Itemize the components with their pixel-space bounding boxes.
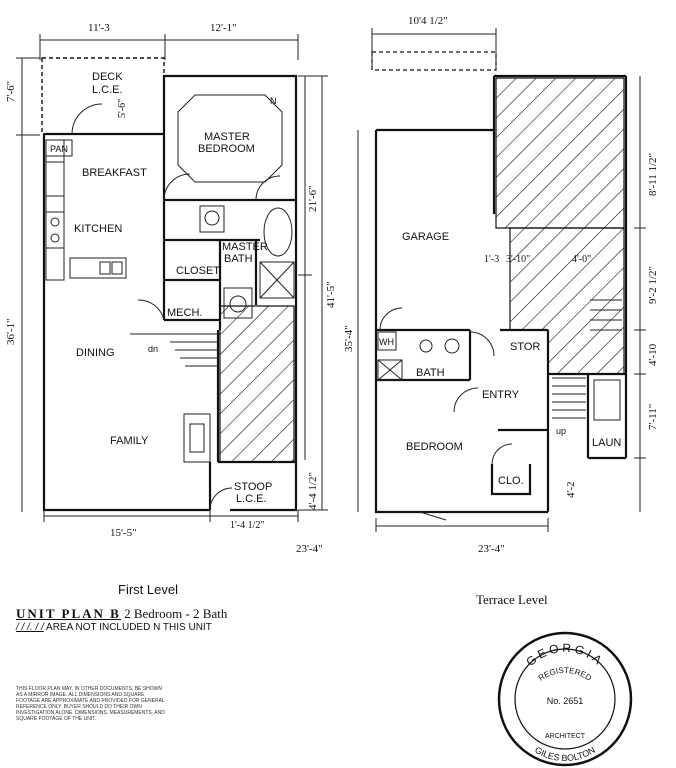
- first-level-caption: First Level: [118, 582, 178, 597]
- first-level-plan: 11'-3 12'-1" 7'-6" 36'-1" 21'-6" 41'-5" …: [5, 22, 337, 555]
- room-master-bedroom: BEDROOM: [198, 143, 255, 155]
- unit-plan-subtitle: 2 Bedroom - 2 Bath: [124, 606, 228, 621]
- label-dn: dn: [148, 344, 158, 354]
- room-master: MASTER: [204, 131, 250, 143]
- dim-right-outer: 41'-5": [325, 281, 337, 308]
- room-terrace-bedroom: BEDROOM: [406, 441, 463, 453]
- dim-stoop-side: 4'-4 1/2": [307, 472, 319, 510]
- architect-seal: GEORGIA REGISTERED No. 2651 ARCHITECT GI…: [497, 631, 633, 767]
- room-pan: PAN: [50, 144, 68, 154]
- svg-text:GEORGIA: GEORGIA: [523, 641, 606, 669]
- dim-terrace-right-e: 4'-2: [565, 481, 577, 498]
- dim-inner-c: 4'-0": [572, 254, 591, 265]
- dim-terrace-right-a: 8'-11 1/2": [647, 153, 659, 196]
- unit-plan-title: UNIT PLAN B 2 Bedroom - 2 Bath: [16, 606, 227, 622]
- area-legend-text: AREA NOT INCLUDED N THIS UNIT: [46, 622, 212, 633]
- room-wh: WH: [379, 337, 394, 347]
- seal-state: GEORGIA: [523, 641, 603, 669]
- room-closet: CLOSET: [176, 265, 220, 277]
- dim-deck: 5'-6": [117, 99, 128, 118]
- hatch-legend-symbol: / / /. / /: [16, 622, 44, 633]
- room-dining: DINING: [76, 347, 115, 359]
- area-legend: / / /. / / AREA NOT INCLUDED N THIS UNIT: [16, 622, 212, 633]
- dim-terrace-top: 10'4 1/2": [408, 15, 448, 27]
- dim-terrace-right-d: 7'-11": [647, 404, 659, 430]
- dim-bottom-left: 15'-5": [110, 527, 137, 539]
- room-north-marker: N: [270, 96, 277, 106]
- seal-registered: REGISTERED: [537, 666, 593, 683]
- disclaimer-text: THIS FLOOR PLAN MAY, IN OTHER DOCUMENTS,…: [16, 686, 165, 722]
- room-master-bath-1: MASTER: [222, 241, 268, 253]
- room-stoop: STOOP: [234, 481, 272, 493]
- dim-inner-b: 3'-10": [506, 254, 530, 265]
- dim-left-main: 36'-1": [5, 318, 17, 345]
- room-breakfast: BREAKFAST: [82, 167, 147, 179]
- room-bath: BATH: [416, 367, 445, 379]
- room-deck: DECK: [92, 71, 123, 83]
- room-mech: MECH.: [167, 307, 202, 319]
- room-kitchen: KITCHEN: [74, 223, 122, 235]
- dim-top-right: 12'-1": [210, 22, 237, 34]
- dim-inner-a: 1'-3: [484, 254, 499, 265]
- dim-bottom-stoop: 1'-4 1/2": [230, 520, 265, 531]
- seal-role: ARCHITECT: [545, 733, 586, 740]
- room-family: FAMILY: [110, 435, 149, 447]
- dim-terrace-right-c: 4'-10: [647, 343, 659, 366]
- dim-bottom-total: 23'-4": [296, 543, 323, 555]
- room-deck-sub: L.C.E.: [92, 84, 123, 96]
- room-garage: GARAGE: [402, 231, 449, 243]
- dim-right-mid: 21'-6": [307, 185, 319, 212]
- room-entry: ENTRY: [482, 389, 520, 401]
- room-laun: LAUN: [592, 437, 621, 449]
- terrace-level-plan: 10'4 1/2" 35'-4": [343, 15, 659, 555]
- room-master-bath-2: BATH: [224, 253, 253, 265]
- unit-plan-name: UNIT PLAN B: [16, 606, 121, 621]
- dim-terrace-left: 35'-4": [343, 325, 355, 352]
- seal-number: No. 2651: [547, 696, 584, 706]
- dim-top-left: 11'-3: [88, 22, 110, 34]
- label-up: up: [556, 426, 566, 436]
- room-stor: STOR: [510, 341, 540, 353]
- dim-terrace-bottom: 23'-4": [478, 543, 505, 555]
- dim-left-top: 7'-6": [5, 81, 17, 102]
- dim-terrace-right-b: 9'-2 1/2": [647, 266, 659, 304]
- svg-text:REGISTERED: REGISTERED: [537, 666, 593, 683]
- room-stoop-sub: L.C.E.: [236, 493, 267, 505]
- room-clo: CLO.: [498, 475, 524, 487]
- terrace-level-caption: Terrace Level: [476, 592, 548, 607]
